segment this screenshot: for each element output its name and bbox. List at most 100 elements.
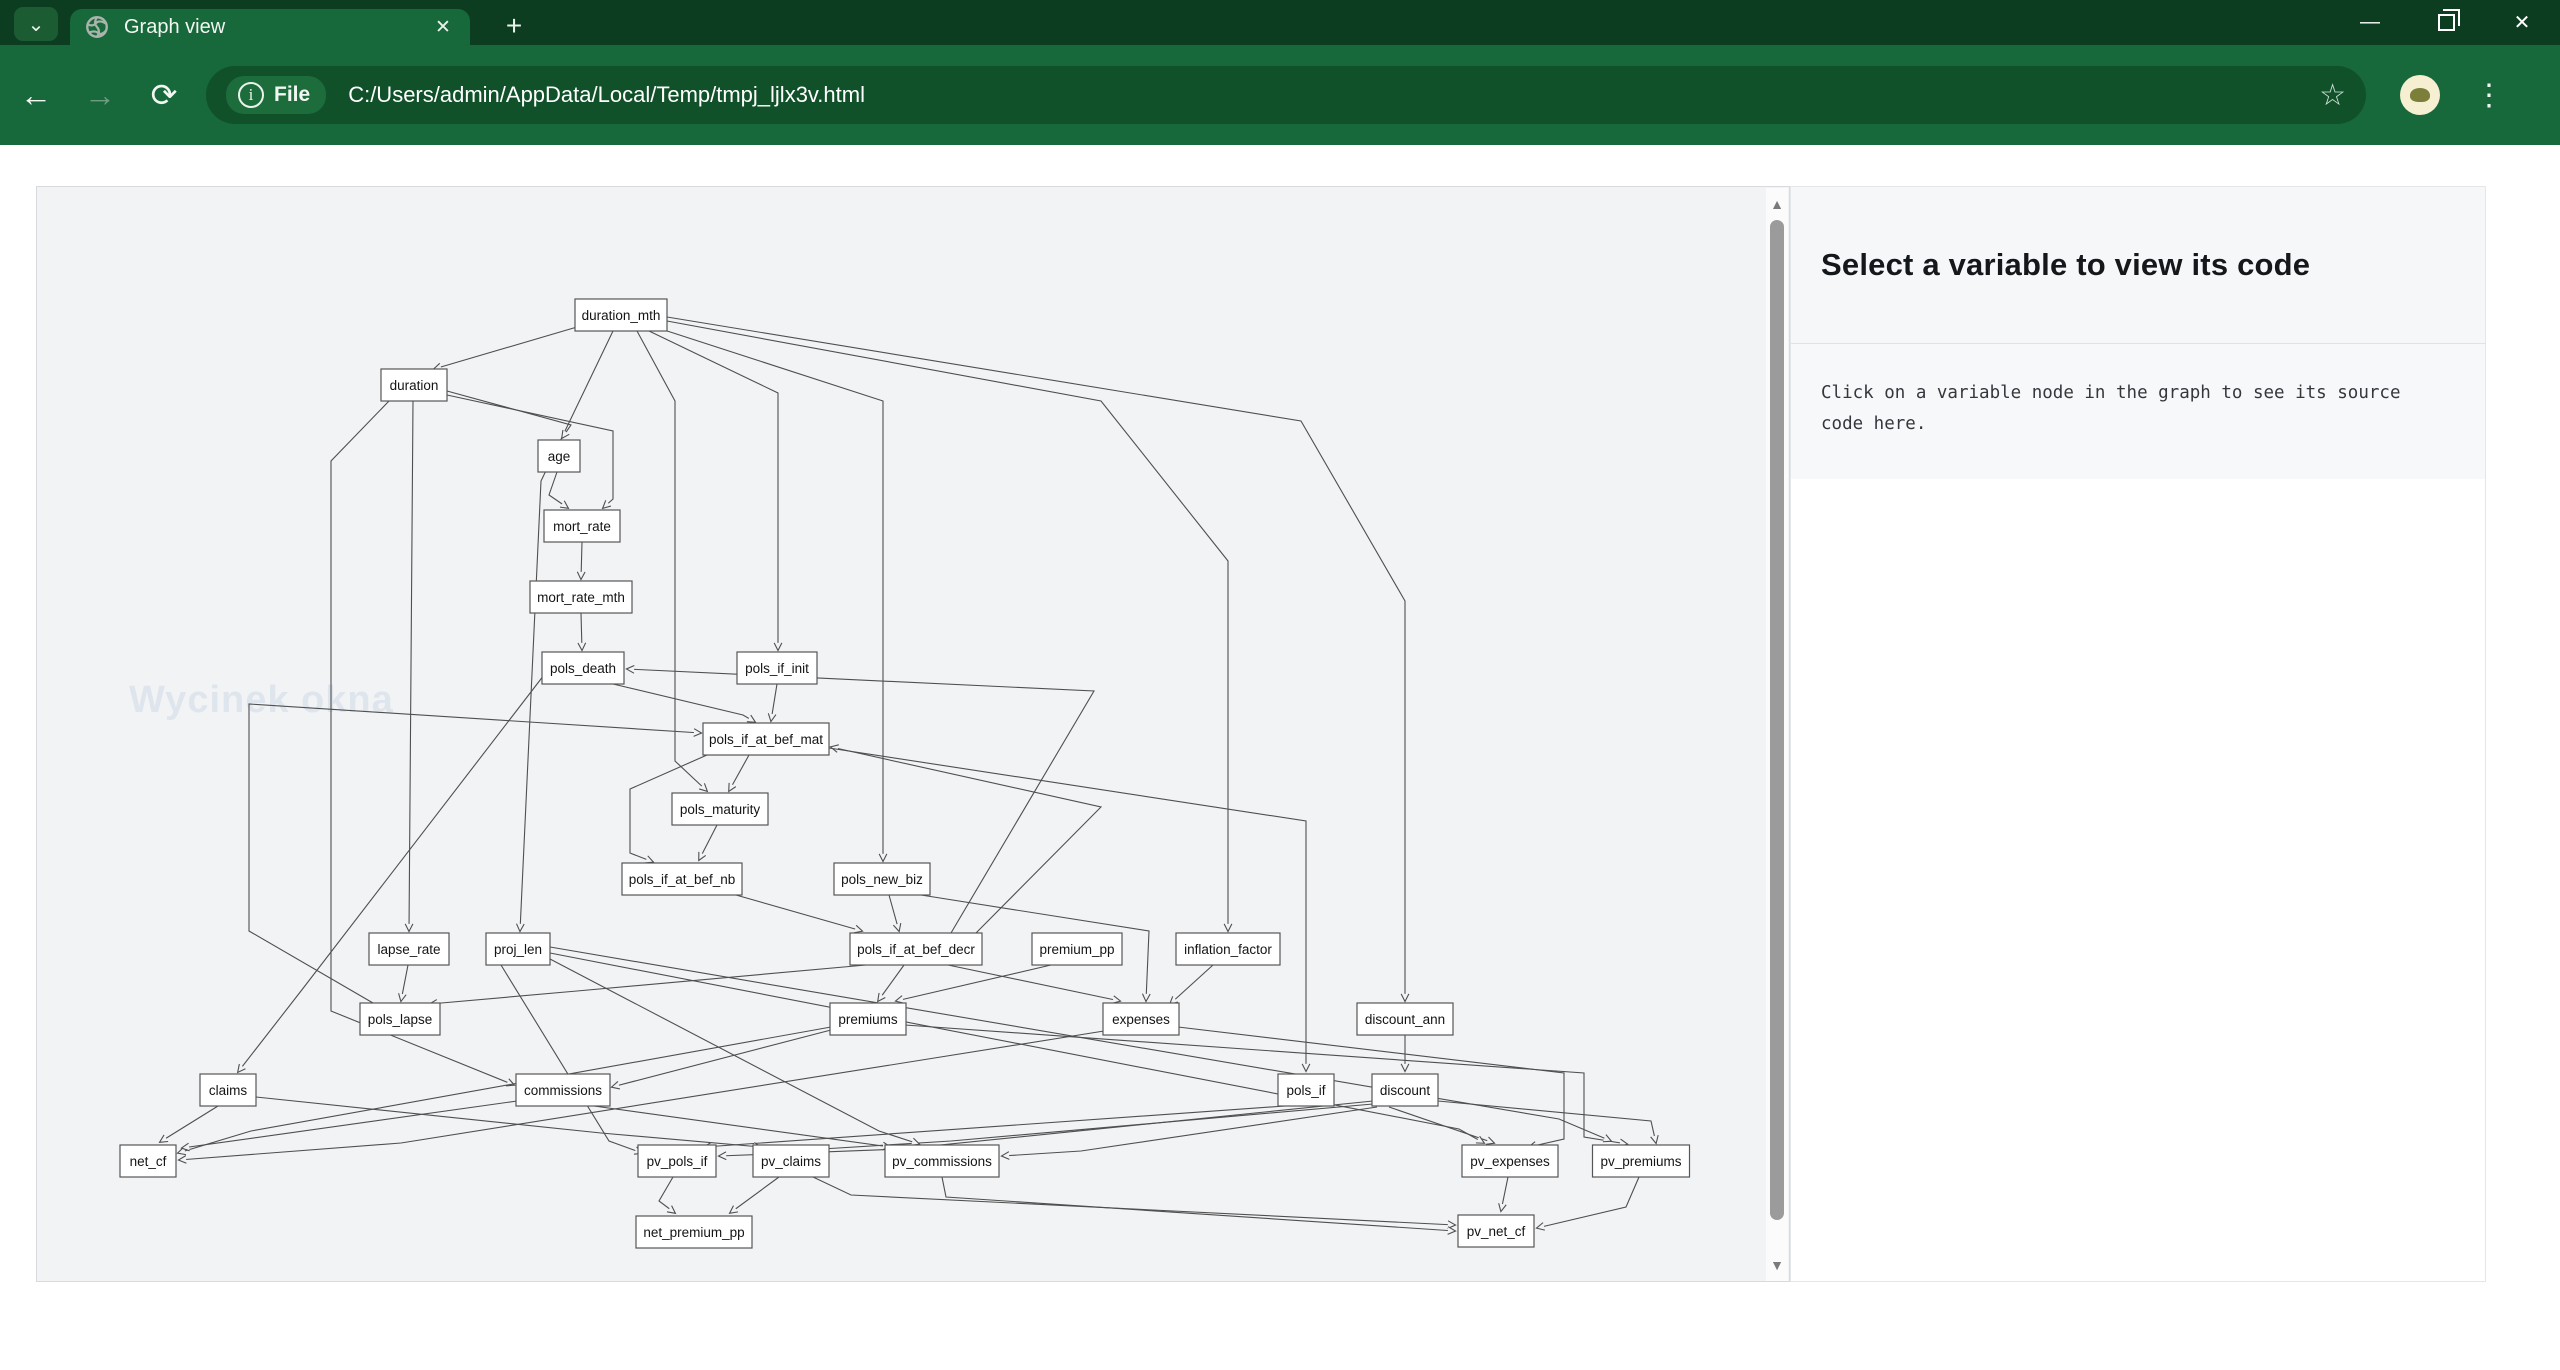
edge-duration-to-mort_rate	[447, 395, 613, 508]
node-pv_net_cf[interactable]: pv_net_cf	[1458, 1215, 1534, 1247]
node-pols_death[interactable]: pols_death	[542, 652, 624, 684]
edge-commissions-to-net_cf	[182, 1101, 517, 1148]
svg-text:pv_expenses: pv_expenses	[1470, 1154, 1550, 1169]
tab-search-chevron-icon[interactable]: ⌄	[14, 7, 58, 41]
node-premiums[interactable]: premiums	[830, 1003, 906, 1035]
node-proj_len[interactable]: proj_len	[486, 933, 550, 965]
edge-duration-to-lapse_rate	[409, 401, 413, 931]
dependency-graph-panel: Wycinek okna duration_mthdurationagemort…	[36, 186, 1790, 1282]
node-pv_claims[interactable]: pv_claims	[753, 1145, 829, 1177]
svg-text:mort_rate: mort_rate	[553, 519, 611, 534]
edge-mort_rate-to-mort_rate_mth	[581, 542, 582, 579]
scrollbar-thumb[interactable]	[1770, 220, 1784, 1220]
svg-text:age: age	[548, 449, 571, 464]
edge-pols_if_at_bef_nb-to-pols_if_at_bef_decr	[736, 895, 862, 931]
node-net_premium_pp[interactable]: net_premium_pp	[636, 1216, 752, 1248]
node-age[interactable]: age	[538, 440, 580, 472]
reload-icon[interactable]: ⟳	[136, 67, 192, 123]
node-pv_pols_if[interactable]: pv_pols_if	[638, 1145, 716, 1177]
browser-tab[interactable]: Graph view ✕	[70, 9, 470, 45]
node-pols_lapse[interactable]: pols_lapse	[360, 1003, 440, 1035]
edge-pols_if_at_bef_mat-to-pols_maturity	[729, 755, 749, 791]
tab-close-icon[interactable]: ✕	[430, 14, 456, 40]
edge-pv_pols_if-to-net_premium_pp	[659, 1177, 675, 1213]
node-mort_rate_mth[interactable]: mort_rate_mth	[530, 581, 632, 613]
file-chip[interactable]: i File	[226, 76, 326, 114]
edge-discount-to-pv_claims	[822, 1104, 1373, 1149]
svg-text:pols_if: pols_if	[1286, 1083, 1325, 1098]
svg-text:pols_if_at_bef_nb: pols_if_at_bef_nb	[629, 872, 736, 887]
edge-claims-to-net_cf	[160, 1106, 218, 1142]
info-icon: i	[238, 82, 264, 108]
edge-commissions-to-pv_commissions	[594, 1106, 890, 1147]
scroll-up-icon[interactable]: ▲	[1766, 192, 1788, 216]
code-viewer-panel: Select a variable to view its code Click…	[1790, 186, 2486, 1282]
edge-pols_lapse-to-pols_if_at_bef_mat	[249, 704, 701, 1003]
node-pols_maturity[interactable]: pols_maturity	[672, 793, 768, 825]
node-pols_if_at_bef_nb[interactable]: pols_if_at_bef_nb	[622, 863, 742, 895]
node-lapse_rate[interactable]: lapse_rate	[369, 933, 449, 965]
new-tab-icon[interactable]: +	[494, 8, 534, 44]
graph-scrollbar[interactable]: ▲ ▼	[1766, 188, 1788, 1281]
node-expenses[interactable]: expenses	[1103, 1003, 1179, 1035]
node-pols_if_at_bef_mat[interactable]: pols_if_at_bef_mat	[703, 723, 829, 755]
svg-text:duration_mth: duration_mth	[582, 308, 661, 323]
globe-favicon-icon	[84, 14, 110, 40]
code-panel-title: Select a variable to view its code	[1821, 247, 2310, 283]
window-close-icon[interactable]: ✕	[2484, 0, 2560, 45]
edge-lapse_rate-to-pols_lapse	[401, 965, 408, 1001]
edge-pv_claims-to-net_premium_pp	[730, 1177, 779, 1213]
browser-menu-icon[interactable]: ⋮	[2474, 78, 2504, 113]
node-commissions[interactable]: commissions	[516, 1074, 610, 1106]
svg-text:pv_claims: pv_claims	[761, 1154, 821, 1169]
node-duration[interactable]: duration	[381, 369, 447, 401]
file-chip-label: File	[274, 83, 310, 107]
node-discount_ann[interactable]: discount_ann	[1357, 1003, 1453, 1035]
browser-toolbar: ← → ⟳ i File C:/Users/admin/AppData/Loca…	[0, 45, 2560, 145]
avatar-turtle-icon	[2410, 88, 2430, 102]
forward-icon[interactable]: →	[72, 67, 128, 123]
profile-avatar[interactable]	[2400, 75, 2440, 115]
svg-text:claims: claims	[209, 1083, 248, 1098]
edge-expenses-to-net_cf	[179, 1031, 1104, 1160]
address-bar[interactable]: i File C:/Users/admin/AppData/Local/Temp…	[206, 66, 2366, 124]
node-pv_commissions[interactable]: pv_commissions	[885, 1145, 999, 1177]
bookmark-star-icon[interactable]: ☆	[2319, 78, 2346, 113]
edge-duration_mth-to-pols_maturity	[637, 331, 707, 791]
svg-text:discount_ann: discount_ann	[1365, 1012, 1445, 1027]
node-pols_if[interactable]: pols_if	[1278, 1074, 1334, 1106]
edge-pols_if-to-pv_pols_if	[704, 1106, 1285, 1147]
node-pv_expenses[interactable]: pv_expenses	[1462, 1145, 1558, 1177]
edge-proj_len-to-pv_expenses	[550, 953, 1484, 1143]
svg-text:discount: discount	[1380, 1083, 1431, 1098]
node-pols_if_at_bef_decr[interactable]: pols_if_at_bef_decr	[850, 933, 982, 965]
svg-text:pols_lapse: pols_lapse	[368, 1012, 433, 1027]
back-icon[interactable]: ←	[8, 67, 64, 123]
edge-proj_len-to-pv_commissions	[550, 959, 919, 1144]
svg-text:pv_commissions: pv_commissions	[892, 1154, 992, 1169]
node-discount[interactable]: discount	[1372, 1074, 1438, 1106]
window-minimize-icon[interactable]: —	[2332, 0, 2408, 45]
edge-duration-to-age	[447, 391, 571, 438]
edge-duration_mth-to-inflation_factor	[667, 321, 1228, 931]
node-pols_new_biz[interactable]: pols_new_biz	[834, 863, 930, 895]
svg-text:mort_rate_mth: mort_rate_mth	[537, 590, 625, 605]
node-mort_rate[interactable]: mort_rate	[544, 510, 620, 542]
edge-duration-to-commissions	[331, 401, 514, 1085]
edge-pols_if_at_bef_decr-to-pols_if_at_bef_mat	[831, 747, 1101, 933]
node-net_cf[interactable]: net_cf	[120, 1145, 176, 1177]
node-premium_pp[interactable]: premium_pp	[1032, 933, 1122, 965]
svg-text:lapse_rate: lapse_rate	[377, 942, 440, 957]
edge-pols_maturity-to-pols_if_at_bef_nb	[699, 825, 717, 860]
browser-titlebar: ⌄ Graph view ✕ + — ✕	[0, 0, 2560, 45]
edge-pols_new_biz-to-pols_if_at_bef_decr	[889, 895, 899, 931]
node-claims[interactable]: claims	[200, 1074, 256, 1106]
node-pols_if_init[interactable]: pols_if_init	[737, 652, 817, 684]
node-pv_premiums[interactable]: pv_premiums	[1593, 1145, 1690, 1177]
svg-text:proj_len: proj_len	[494, 942, 542, 957]
node-inflation_factor[interactable]: inflation_factor	[1176, 933, 1280, 965]
svg-text:net_premium_pp: net_premium_pp	[643, 1225, 744, 1240]
node-duration_mth[interactable]: duration_mth	[575, 299, 667, 331]
window-restore-icon[interactable]	[2408, 0, 2484, 45]
scroll-down-icon[interactable]: ▼	[1766, 1253, 1788, 1277]
